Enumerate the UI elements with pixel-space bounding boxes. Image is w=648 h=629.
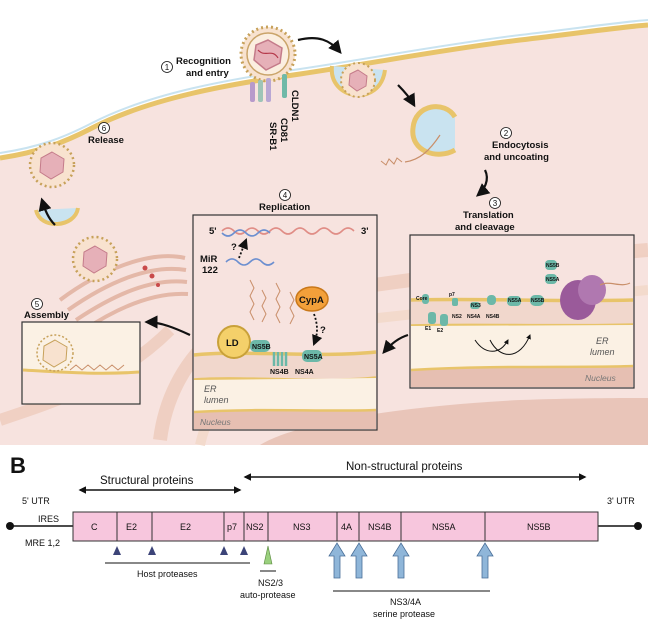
utr3-label: 3' UTR <box>607 496 635 506</box>
svg-text:Endocytosis: Endocytosis <box>492 140 549 151</box>
host-protease-cleavage-sites <box>113 546 248 555</box>
nucleus-region <box>260 398 648 445</box>
svg-text:?: ? <box>231 242 237 253</box>
svg-text:3: 3 <box>493 199 498 208</box>
panel-a: A <box>0 12 648 447</box>
ns34a-cleavage-arrows <box>328 542 494 579</box>
segment-ns3: NS3 <box>293 522 311 532</box>
svg-text:and entry: and entry <box>186 68 229 79</box>
virion-entry <box>239 25 297 83</box>
protein-p7: p7 <box>449 292 455 298</box>
ns34a-sublabel: serine protease <box>373 609 435 619</box>
replication-nucleus-label: Nucleus <box>200 417 231 427</box>
protein-ns2: NS2 <box>452 314 462 320</box>
panel-b: B Structural proteins Non-structural pro… <box>6 453 642 619</box>
step-6: 6 Release <box>88 122 124 146</box>
virion-endocytosis <box>329 62 387 98</box>
step-4: 4 Replication <box>259 189 310 213</box>
step-3: 3 Translation and cleavage <box>455 197 515 233</box>
svg-text:and uncoating: and uncoating <box>484 152 549 163</box>
svg-text:2: 2 <box>504 129 509 138</box>
ns23-cleavage-arrow <box>263 545 273 565</box>
protein-e1: E1 <box>425 326 431 332</box>
segment-c: C <box>91 522 98 532</box>
nonstructural-proteins-label: Non-structural proteins <box>346 461 463 473</box>
mir-label: MiR <box>200 254 218 265</box>
panel-b-label: B <box>10 453 26 478</box>
mir122-strand <box>225 258 275 266</box>
protein-ns5b: NS5B <box>531 298 545 304</box>
segment-e2: E2 <box>180 522 191 532</box>
segment-ns2: NS2 <box>246 522 264 532</box>
ns34a-label: NS3/4A <box>390 597 421 607</box>
plasma-membrane <box>0 22 648 161</box>
svg-text:5: 5 <box>35 300 40 309</box>
mre-label: MRE 1,2 <box>25 538 60 548</box>
utr5-label: 5' UTR <box>22 496 50 506</box>
svg-text:and cleavage: and cleavage <box>455 222 515 233</box>
translation-nucleus-label: Nucleus <box>585 373 616 383</box>
ns5a-label: NS5A <box>304 354 323 361</box>
step-1: 1 Recognition and entry <box>161 56 231 79</box>
receptors: SR-B1 CD81 CLDN1 <box>250 74 300 151</box>
cypa-label: CypA <box>299 295 324 306</box>
svg-text:Assembly: Assembly <box>24 310 70 321</box>
protein-e2: E2 <box>437 328 443 334</box>
segment-4a: 4A <box>341 522 352 532</box>
three-prime-label: 3' <box>361 226 369 237</box>
receptor-sr-b1: SR-B1 <box>267 122 278 151</box>
svg-text:?: ? <box>320 325 326 336</box>
step-2: 2 Endocytosis and uncoating <box>484 127 549 163</box>
svg-text:NS5A: NS5A <box>546 277 560 283</box>
svg-text:Translation: Translation <box>463 210 514 221</box>
ires-label: IRES <box>38 514 59 524</box>
protein-core: Core <box>416 296 428 302</box>
ns5b-label: NS5B <box>252 344 271 351</box>
svg-text:Release: Release <box>88 135 124 146</box>
polyprotein <box>72 511 599 542</box>
step-5: 5 Assembly <box>24 298 70 321</box>
svg-text:6: 6 <box>102 124 107 133</box>
assembly-box <box>21 321 141 405</box>
translation-proteins <box>422 260 557 326</box>
ns23-sublabel: auto-protease <box>240 590 296 600</box>
ns4b-label: NS4B <box>270 369 289 376</box>
receptor-cldn1: CLDN1 <box>289 90 300 122</box>
svg-text:NS5B: NS5B <box>546 263 560 269</box>
segment-e1: E2 <box>126 522 137 532</box>
segment-ns5b: NS5B <box>527 522 551 532</box>
five-prime-label: 5' <box>209 226 217 237</box>
lipid-droplet-label: LD <box>226 338 239 349</box>
translation-er-label: ER <box>596 336 609 346</box>
ns23-label: NS2/3 <box>258 578 283 588</box>
structural-proteins-label: Structural proteins <box>100 475 194 487</box>
segment-ns5a: NS5A <box>432 522 456 532</box>
mir-number: 122 <box>202 265 218 276</box>
segment-ns4b: NS4B <box>368 522 392 532</box>
replication-lumen-label: lumen <box>204 395 229 405</box>
protein-ns4b: NS4B <box>486 314 500 320</box>
svg-text:1: 1 <box>165 63 170 72</box>
translation-lumen-label: lumen <box>590 347 615 357</box>
receptor-cd81: CD81 <box>278 118 289 143</box>
virion-assembled <box>71 235 160 287</box>
protein-ns4a: NS4A <box>467 314 481 320</box>
segment-p7: p7 <box>227 522 237 532</box>
endosome <box>380 104 458 166</box>
host-proteases-label: Host proteases <box>137 569 198 579</box>
svg-text:Replication: Replication <box>259 202 310 213</box>
replication-er-label: ER <box>204 384 217 394</box>
ns4a-label: NS4A <box>295 369 314 376</box>
protein-ns5a: NS5A <box>508 298 522 304</box>
translation-box: Core E1 E2 p7 NS2 NS3 NS4A NS4B NS5A NS5… <box>409 234 635 389</box>
arrow-entry <box>297 36 342 55</box>
protein-ns3: NS3 <box>471 303 481 309</box>
svg-text:Recognition: Recognition <box>176 56 231 67</box>
svg-text:4: 4 <box>283 191 288 200</box>
replication-box: 5' 3' ? MiR 122 LD CypA ? NS5B NS4 <box>192 214 378 431</box>
